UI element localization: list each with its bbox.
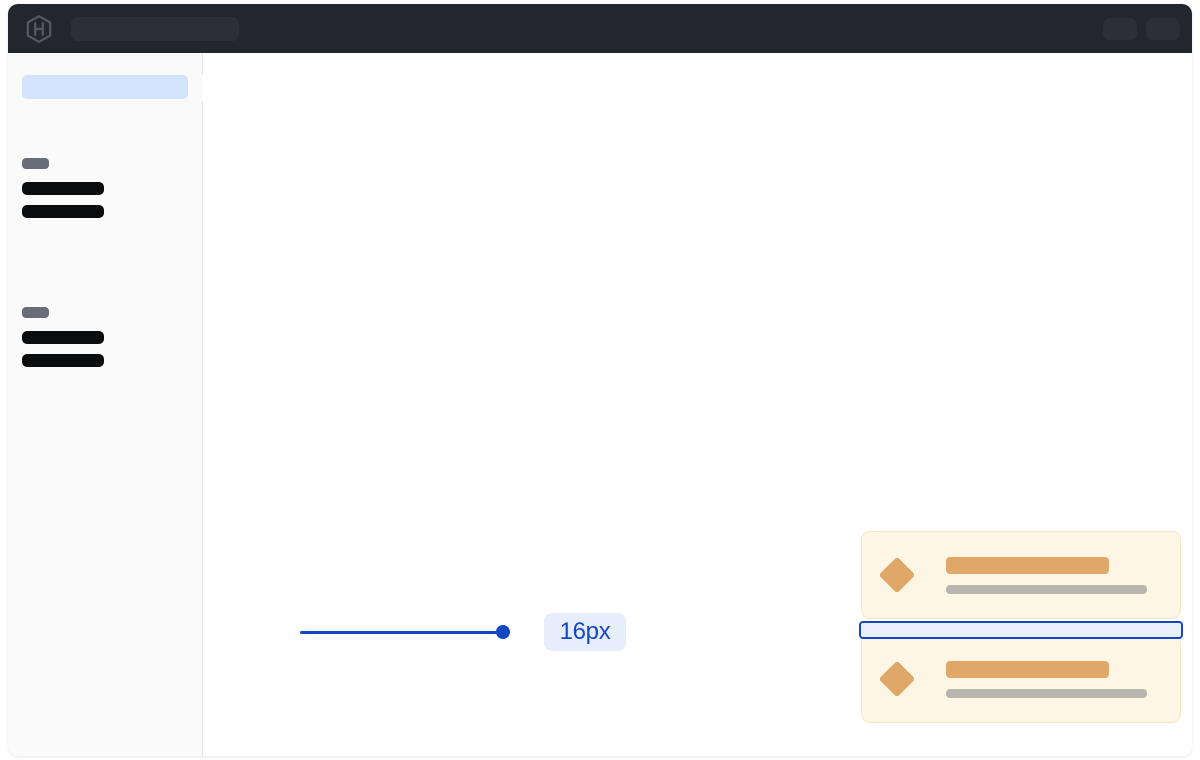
card-subtitle-placeholder — [946, 584, 1147, 594]
diamond-icon — [878, 660, 916, 698]
card-title-placeholder — [946, 556, 1109, 574]
sidebar-item-active[interactable] — [22, 75, 188, 99]
card-subtitle-placeholder — [946, 688, 1147, 698]
topbar-chip-1[interactable] — [1103, 17, 1137, 40]
sidebar-group-label — [22, 158, 49, 169]
measurement-value-badge: 16px — [544, 613, 626, 651]
sidebar-group-label — [22, 307, 49, 318]
list-item[interactable] — [861, 531, 1181, 619]
canvas: 16px — [203, 53, 1192, 756]
card-stack — [861, 531, 1181, 723]
card-content — [946, 660, 1164, 698]
app-window: 16px — [8, 4, 1192, 756]
measurement-anchor-dot — [496, 625, 510, 639]
hexagon-h-logo-icon[interactable] — [26, 14, 52, 43]
card-content — [946, 556, 1164, 594]
sidebar-item-placeholder[interactable] — [22, 354, 104, 367]
search-input[interactable] — [71, 16, 239, 41]
measurement-leader-line — [300, 631, 504, 634]
body-split: 16px — [8, 53, 1192, 756]
sidebar-item-placeholder[interactable] — [22, 205, 104, 218]
diamond-icon — [878, 556, 916, 594]
topbar-actions — [1103, 17, 1180, 40]
list-item[interactable] — [861, 635, 1181, 723]
sidebar-group-1 — [8, 158, 202, 218]
sidebar — [8, 53, 217, 756]
topbar — [8, 4, 1192, 53]
spacing-highlight-region — [859, 621, 1183, 639]
card-title-placeholder — [946, 660, 1109, 678]
sidebar-group-2 — [8, 307, 202, 367]
sidebar-item-placeholder[interactable] — [22, 182, 104, 195]
sidebar-item-placeholder[interactable] — [22, 331, 104, 344]
topbar-chip-2[interactable] — [1146, 17, 1180, 40]
